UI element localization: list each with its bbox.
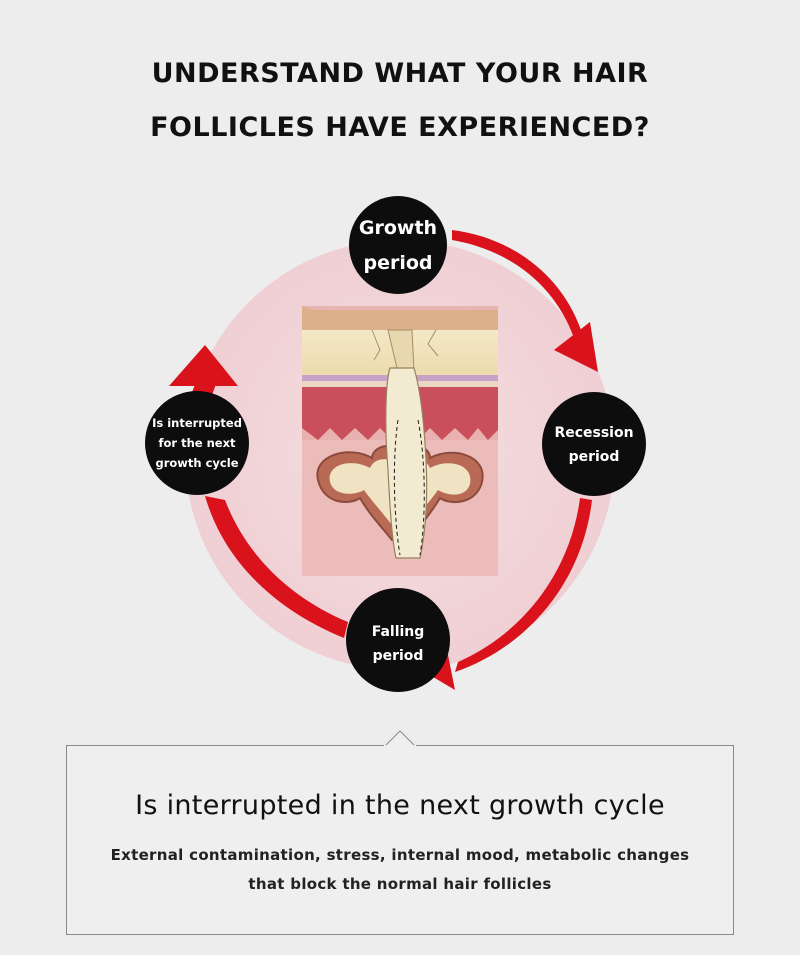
node-growth-period: Growth period <box>349 196 447 294</box>
node-growth-line-2: period <box>363 252 432 274</box>
info-body-line-1: External contamination, stress, internal… <box>110 846 690 864</box>
node-recession-period: Recession period <box>542 392 646 496</box>
node-recession-line-1: Recession <box>554 425 633 441</box>
arrow-recession-to-falling <box>455 498 592 672</box>
hair-cycle-diagram: Growth period Recession period Falling p… <box>145 196 646 692</box>
info-callout-box <box>66 745 734 935</box>
arrowhead-recession <box>554 322 598 372</box>
node-interrupted: Is interrupted for the next growth cycle <box>145 391 249 495</box>
node-falling-line-1: Falling <box>372 624 425 640</box>
node-interrupted-line-1: Is interrupted <box>152 416 242 430</box>
page-title-line-2: FOLLICLES HAVE EXPERIENCED? <box>150 112 650 143</box>
node-interrupted-line-2: for the next <box>159 436 236 450</box>
arrow-falling-to-interrupted <box>205 496 348 638</box>
node-recession-line-2: period <box>569 449 620 465</box>
arrow-growth-to-recession <box>452 230 583 338</box>
node-falling-line-2: period <box>373 648 424 664</box>
node-falling-period: Falling period <box>346 588 450 692</box>
arrowhead-interrupted <box>169 345 238 386</box>
node-growth-line-1: Growth <box>359 217 437 239</box>
hair-follicle-illustration <box>302 306 498 576</box>
page-title-line-1: UNDERSTAND WHAT YOUR HAIR <box>151 58 649 89</box>
info-heading: Is interrupted in the next growth cycle <box>135 790 665 821</box>
callout-pointer <box>384 730 416 747</box>
node-interrupted-line-3: growth cycle <box>156 456 239 470</box>
info-body-line-2: that block the normal hair follicles <box>248 875 552 893</box>
